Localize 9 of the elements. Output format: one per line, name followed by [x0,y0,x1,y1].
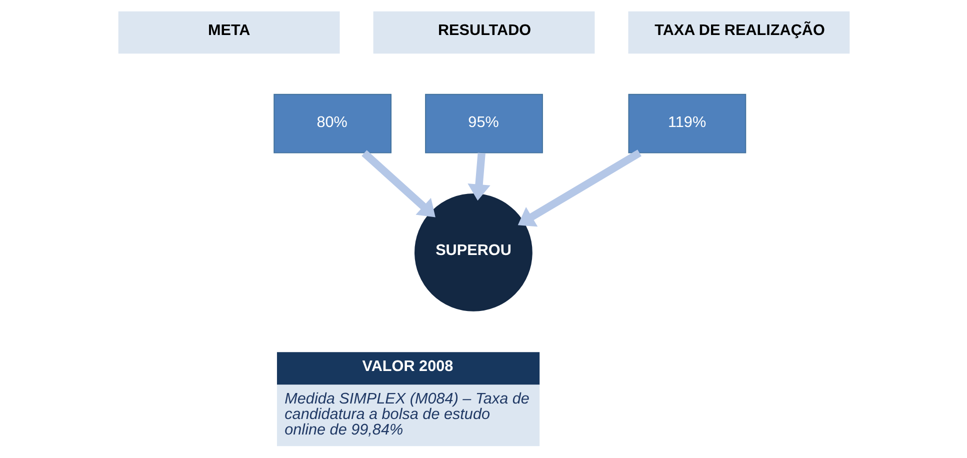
node-box: 80% [273,94,391,154]
arrow [467,152,490,201]
node-box: RESULTADO [372,11,594,54]
node-box: TAXA DE REALIZAÇÃO [628,11,850,54]
node-box: 95% [424,94,542,154]
node-box: META [118,11,340,54]
arrow [361,150,435,218]
node-box: 119% [628,94,746,154]
arrow [517,150,641,227]
